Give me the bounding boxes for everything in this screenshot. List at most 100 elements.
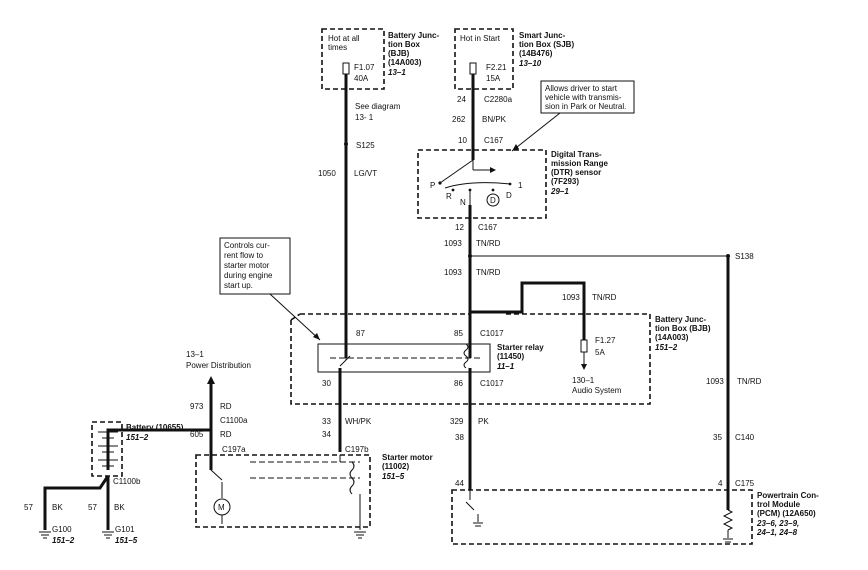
wire-color-tnrd-1: TN/RD xyxy=(476,239,501,248)
pcm-module: 44 4 C175 Powertrain Con- trol Module (P… xyxy=(451,479,819,545)
dtr-pos-d: D xyxy=(506,191,512,200)
relay-callout-4: during engine xyxy=(224,271,273,280)
pin-35: 35 xyxy=(713,433,722,442)
starter-motor: C197a M Starter motor (11002) 151–5 xyxy=(195,445,433,539)
pin-44: 44 xyxy=(455,479,464,488)
ground-icon xyxy=(723,538,733,543)
wire-color-tnrd-3: TN/RD xyxy=(592,293,617,302)
wire-1093-pcm: S138 1093 TN/RD 35 C140 xyxy=(706,252,762,510)
relay-callout-5: start up. xyxy=(224,281,253,290)
relay-callout-2: rent flow to xyxy=(224,251,264,260)
dtr-pos-d-circle: D xyxy=(490,196,496,205)
bjb-top-title-1: Battery Junc- xyxy=(388,31,439,40)
motor-m-label: M xyxy=(218,503,225,512)
ground-g100: G100 xyxy=(52,525,72,534)
dtr-pos-1: 1 xyxy=(518,181,523,190)
ground-icon xyxy=(354,531,366,539)
wire-color-tnrd-4: TN/RD xyxy=(737,377,762,386)
bjb-top-fuse-id: F1.07 xyxy=(354,63,375,72)
sjb-title-1: Smart Junc- xyxy=(519,31,566,40)
conn-c175: C175 xyxy=(735,479,755,488)
dtr-title-1: Digital Trans- xyxy=(551,150,602,159)
power-dist-label: Power Distribution xyxy=(186,361,251,370)
bjb-top-hot-line1: Hot at all xyxy=(328,34,360,43)
ground-icon xyxy=(473,522,483,527)
ground-icon xyxy=(39,531,51,539)
conn-c1100b: C1100b xyxy=(113,477,141,486)
wire-1050: See diagram 13- 1 S125 1050 LG/VT xyxy=(318,74,401,358)
pin-4: 4 xyxy=(718,479,723,488)
conn-c1017-top: C1017 xyxy=(480,329,504,338)
bjb-mid-title-3: (14A003) xyxy=(655,333,689,342)
bjb-mid-title-2: tion Box (BJB) xyxy=(655,324,711,333)
wire-color-whpk: WH/PK xyxy=(345,417,372,426)
audio-label: Audio System xyxy=(572,386,622,395)
dtr-pos-n: N xyxy=(460,198,466,207)
dtr-callout-2: vehicle with transmis- xyxy=(545,93,622,102)
bjb-top-hot-line2: times xyxy=(328,43,347,52)
fuse-icon xyxy=(469,62,477,75)
pin-24: 24 xyxy=(457,95,466,104)
dtr-callout-3: sion in Park or Neutral. xyxy=(545,102,626,111)
wire-1093-dtr: 12 C167 1093 TN/RD 1093 TN/RD xyxy=(444,218,728,358)
ground-icon xyxy=(102,531,114,539)
pin-1093-d: 1093 xyxy=(706,377,724,386)
pcm-title-3: (PCM) (12A650) xyxy=(757,509,816,518)
relay-title: Starter relay xyxy=(497,343,544,352)
wire-329: 329 PK 38 xyxy=(450,368,489,490)
pin-1093-c: 1093 xyxy=(562,293,580,302)
sjb-title-2: tion Box (SJB) xyxy=(519,40,574,49)
dtr-title-3: (DTR) sensor xyxy=(551,168,601,177)
starter-ref: 151–5 xyxy=(382,472,405,481)
pin-1050: 1050 xyxy=(318,169,336,178)
sjb-ref: 13–10 xyxy=(519,59,542,68)
pin-85: 85 xyxy=(454,329,463,338)
wire-color-bnpk: BN/PK xyxy=(482,115,507,124)
wire-33: 33 WH/PK 34 C197b xyxy=(322,368,372,454)
sjb-fuse-box: Hot in Start F2.21 15A Smart Junc- tion … xyxy=(454,28,574,90)
pin-33: 33 xyxy=(322,417,331,426)
pin-12: 12 xyxy=(455,223,464,232)
ground-g100-ref: 151–2 xyxy=(52,536,75,545)
fuse-icon xyxy=(342,62,350,75)
see-diagram-label: See diagram xyxy=(355,102,401,111)
pin-30: 30 xyxy=(322,379,331,388)
pin-10: 10 xyxy=(458,136,467,145)
pin-86: 86 xyxy=(454,379,463,388)
bjb-top-title-3: (BJB) xyxy=(388,49,410,58)
wire-color-rd-1: RD xyxy=(220,402,232,411)
ground-g101-ref: 151–5 xyxy=(115,536,138,545)
conn-c140: C140 xyxy=(735,433,755,442)
conn-c167-bottom: C167 xyxy=(478,223,498,232)
starter-relay: 87 85 C1017 30 86 C1017 Starter relay (1… xyxy=(317,329,544,388)
sjb-fuse-amp: 15A xyxy=(486,74,501,83)
dtr-pos-p: P xyxy=(430,181,435,190)
battery: Battery (10655) 151–2 C1100b xyxy=(43,421,184,530)
dtr-pos-r: R xyxy=(446,192,452,201)
pin-329: 329 xyxy=(450,417,464,426)
audio-ref: 130–1 xyxy=(572,376,595,385)
ground-g101: G101 xyxy=(115,525,135,534)
pcm-ref-1: 23–6, 23–9, xyxy=(756,519,799,528)
pcm-title-1: Powertrain Con- xyxy=(757,491,819,500)
sjb-fuse-id: F2.21 xyxy=(486,63,507,72)
conn-c167-top: C167 xyxy=(484,136,504,145)
wire-color-lgvt: LG/VT xyxy=(354,169,377,178)
bjb-mid-box: Battery Junc- tion Box (BJB) (14A003) 15… xyxy=(290,313,711,405)
pcm-title-2: trol Module xyxy=(757,500,801,509)
splice-s125: S125 xyxy=(356,141,375,150)
fuse-icon xyxy=(580,339,588,353)
bjb-top-fuse-amp: 40A xyxy=(354,74,369,83)
see-diagram-ref: 13- 1 xyxy=(355,113,374,122)
pcm-ref-2: 24–1, 24–8 xyxy=(756,528,798,537)
relay-callout-1: Controls cur- xyxy=(224,241,270,250)
wire-color-bk-2: BK xyxy=(114,503,125,512)
bjb-mid-ref: 151–2 xyxy=(655,343,678,352)
conn-c197b: C197b xyxy=(345,445,369,454)
pin-57-a: 57 xyxy=(24,503,33,512)
sjb-hot: Hot in Start xyxy=(460,34,501,43)
dtr-ref: 29–1 xyxy=(550,187,569,196)
pin-38: 38 xyxy=(455,433,464,442)
conn-c1100a: C1100a xyxy=(220,416,248,425)
